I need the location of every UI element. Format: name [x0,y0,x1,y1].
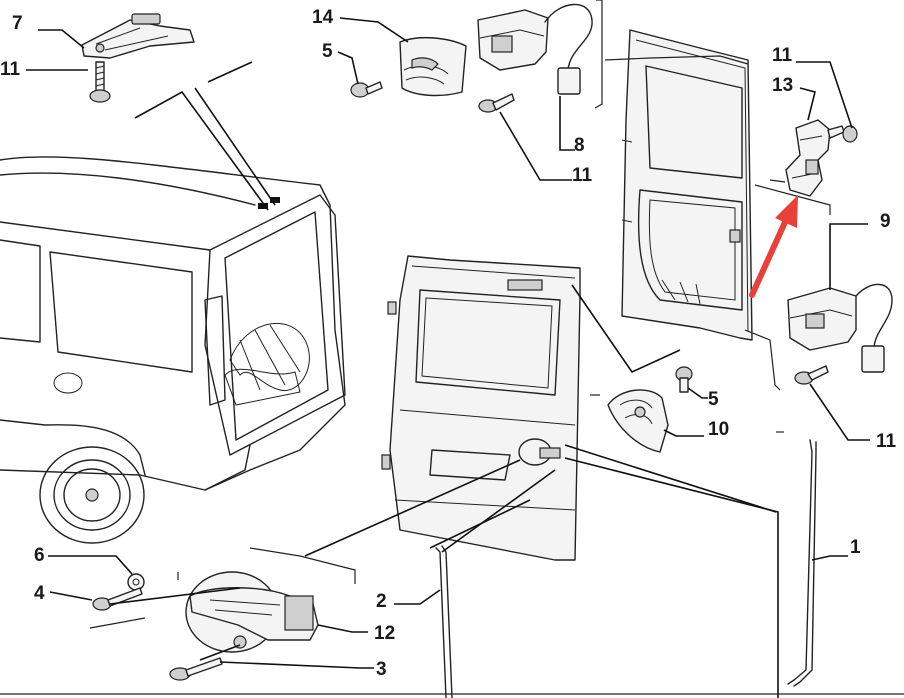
callout-5: 5 [322,41,333,62]
callout-3: 3 [376,659,387,680]
part-3-screw [169,657,223,681]
part-6-washer [127,573,145,591]
part-5-screw-top [350,81,383,98]
part-12-lower-hinge [185,571,319,653]
part-9-lock-right [787,283,893,373]
part-11-screw-right-bottom [794,365,829,385]
part-11-screw-middle [478,93,515,113]
part-5-screw-right [675,366,693,393]
part-14-striker-cover [399,37,467,97]
callout-12: 12 [374,623,396,644]
part-1-rod [787,439,817,687]
side-sliding-door [381,255,581,561]
part-11-screw-right-top [827,125,858,143]
callout-5: 5 [708,389,719,410]
callout-11: 11 [876,431,897,452]
part-13-hinge [785,119,831,197]
callout-11: 11 [572,165,593,186]
red-indicator-arrow [749,195,798,298]
callout-8: 8 [574,135,585,156]
callout-14: 14 [312,7,334,28]
callout-10: 10 [708,419,730,440]
callout-6: 6 [34,545,45,566]
part-4-screw [92,587,143,611]
van-illustration [0,156,346,544]
callout-11: 11 [772,45,793,66]
callout-11: 11 [0,59,21,80]
callout-13: 13 [772,75,794,96]
callout-1: 1 [850,537,861,558]
part-7-hinge-bracket [81,13,195,59]
callout-9: 9 [880,211,891,232]
callout-4: 4 [34,583,45,604]
part-2-rod [435,545,453,698]
part-10-door-stop [607,389,669,453]
part-lock-top [477,3,593,95]
callout-2: 2 [376,591,387,612]
part-11-screw-top-left [89,61,111,103]
callout-7: 7 [12,13,23,34]
rear-door-inner-panel [621,29,753,341]
